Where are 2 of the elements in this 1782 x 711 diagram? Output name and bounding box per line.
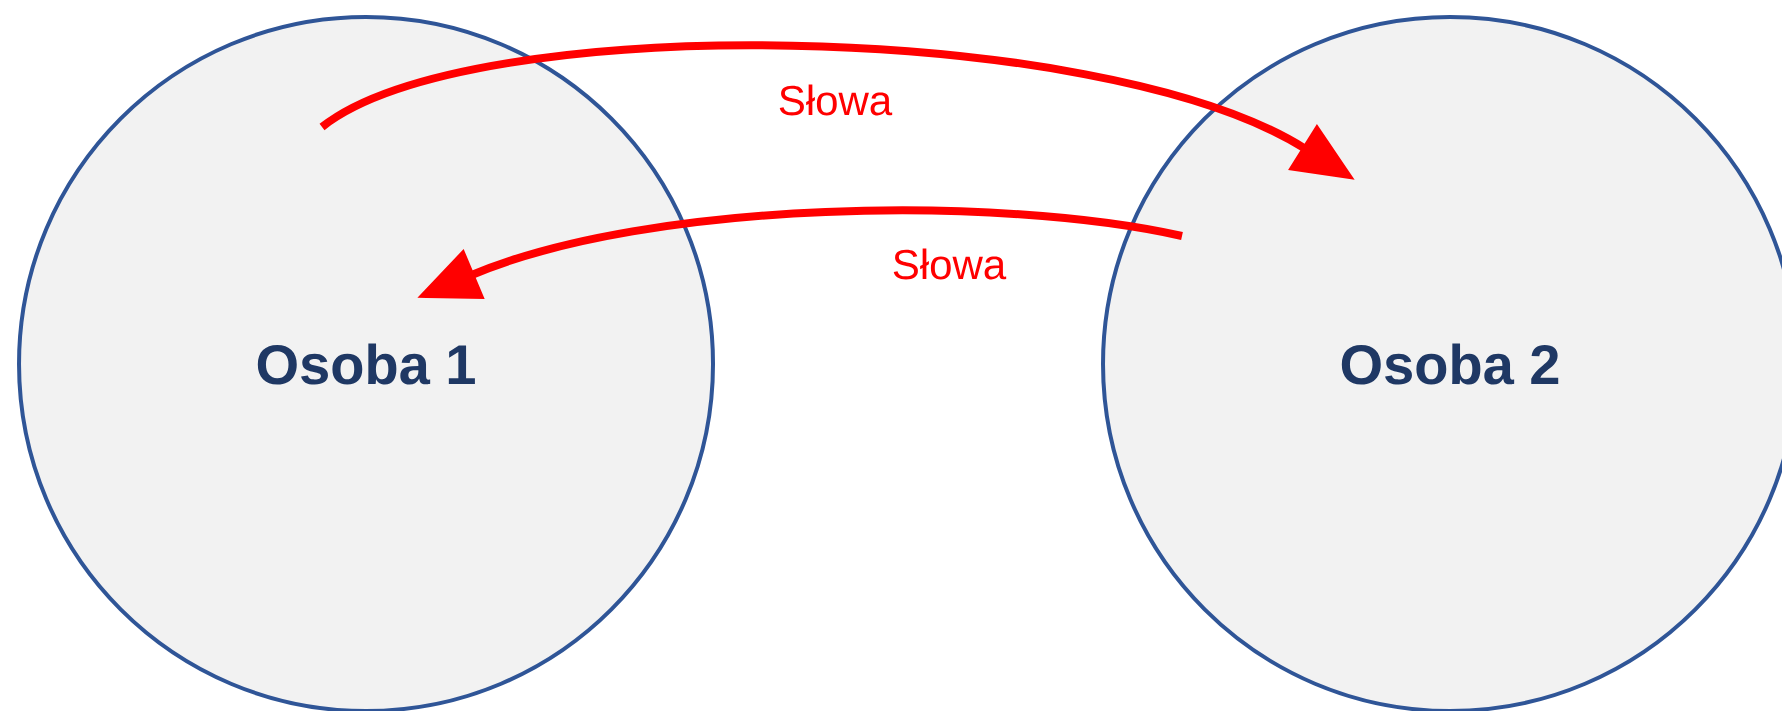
edge-label: Słowa <box>893 248 1007 280</box>
edge-label: Słowa <box>779 84 893 116</box>
